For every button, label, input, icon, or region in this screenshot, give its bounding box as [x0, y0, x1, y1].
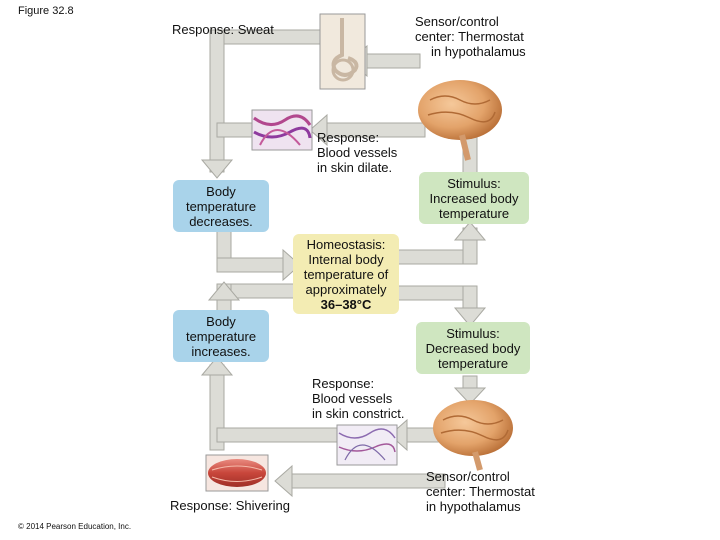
homeostasis-line-5: 36–38°C [320, 296, 372, 312]
homeostasis-line-2: Internal body [308, 251, 384, 267]
homeostasis-line-3: temperature of [303, 266, 389, 282]
stimulus-increased-line-3: temperature [438, 205, 510, 221]
sensor-bottom-line-2: center: Thermostat [426, 484, 535, 499]
arrowhead-to-homeostasis-upper [282, 248, 301, 282]
dilate-line-3: in skin dilate. [317, 160, 393, 175]
sensor-top-line-3: in hypothalamus [431, 44, 526, 59]
sensor-bottom-line-3: in hypothalamus [426, 499, 521, 514]
homeostasis-line-4: approximately [305, 281, 387, 297]
sensor-bottom-line-1: Sensor/control [426, 469, 510, 484]
stimulus-increased-line-2: Increased body [429, 190, 519, 206]
label-response-shivering: Response: Shivering [170, 498, 290, 513]
body-increases-box: Body temperature increases. [173, 310, 269, 362]
dilate-line-1: Response: [317, 130, 380, 145]
label-sensor-bottom: Sensor/control center: Thermostat in hyp… [426, 469, 535, 514]
constricted-vessels-image [336, 424, 398, 466]
stimulus-decreased-line-1: Stimulus: [446, 325, 500, 341]
label-response-constrict: Response: Blood vessels in skin constric… [312, 376, 404, 421]
body-increases-line-1: Body [206, 313, 236, 329]
stimulus-increased-line-1: Stimulus: [447, 175, 501, 191]
stimulus-decreased-line-2: Decreased body [425, 340, 521, 356]
constrict-line-1: Response: [312, 376, 375, 391]
stimulus-decreased-line-3: temperature [437, 355, 509, 371]
sensor-top-line-1: Sensor/control [415, 14, 499, 29]
body-decreases-line-1: Body [206, 183, 236, 199]
homeostasis-box: Homeostasis: Internal body temperature o… [293, 234, 399, 314]
arrow-left-upper [209, 29, 225, 173]
arrowhead-up-left-lower [200, 356, 234, 376]
muscle-image [205, 454, 269, 492]
arrowhead-up-to-stimulus [453, 221, 487, 241]
arrow-bottom-shiver [289, 473, 446, 489]
arrowhead-up-to-increases [207, 281, 241, 301]
dilate-line-2: Blood vessels [317, 145, 398, 160]
constrict-line-2: Blood vessels [312, 391, 393, 406]
arrowhead-down-to-decreases [200, 159, 234, 179]
body-increases-line-2: temperature [185, 328, 257, 344]
arrow-vessels-to-left [216, 122, 253, 138]
arrowhead-down-to-decreased [453, 307, 487, 327]
stimulus-increased-box: Stimulus: Increased body temperature [419, 172, 529, 224]
arrowhead-down-to-brain-bottom [453, 387, 487, 405]
copyright-text: © 2014 Pearson Education, Inc. [18, 522, 132, 531]
body-decreases-box: Body temperature decreases. [173, 180, 269, 232]
body-increases-line-3: increases. [191, 343, 251, 359]
arrow-to-homeostasis-upper [216, 257, 286, 273]
sensor-top-line-2: center: Thermostat [415, 29, 524, 44]
arrowhead-left-to-shiver [274, 464, 293, 498]
arrowhead-left-to-vessels [309, 113, 328, 147]
label-response-sweat: Response: Sweat [172, 22, 274, 37]
brain-top-image [418, 80, 502, 161]
body-decreases-line-3: decreases. [189, 213, 253, 229]
brain-bottom-image [433, 400, 513, 471]
label-sensor-top: Sensor/control center: Thermostat in hyp… [415, 14, 526, 59]
arrowhead-left-to-constrict [389, 418, 408, 452]
sweat-gland-image [319, 13, 366, 90]
body-decreases-line-2: temperature [185, 198, 257, 214]
figure-label: Figure 32.8 [18, 5, 74, 17]
label-response-dilate: Response: Blood vessels in skin dilate. [317, 130, 397, 175]
constrict-line-3: in skin constrict. [312, 406, 405, 421]
stimulus-decreased-box: Stimulus: Decreased body temperature [416, 322, 530, 374]
arrow-top-horizontal [364, 53, 421, 69]
dilated-vessels-image [251, 109, 313, 151]
homeostasis-line-1: Homeostasis: [306, 236, 386, 252]
arrow-vessels-to-left-lower [216, 427, 338, 443]
